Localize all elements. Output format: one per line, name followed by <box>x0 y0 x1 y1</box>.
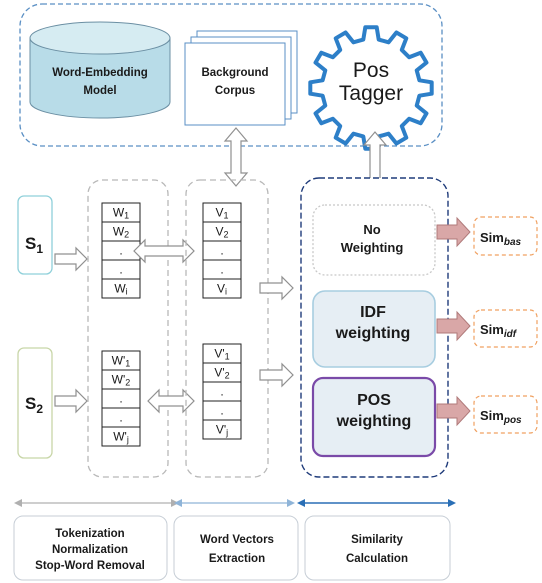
token-s2-label: . <box>119 411 122 425</box>
vector-s2-cell <box>202 419 242 440</box>
background-corpus-documents: Background Corpus <box>184 30 298 126</box>
word-embedding-model-cylinder: Word-Embedding Model <box>29 21 171 119</box>
vectors-to-weighting-s2-arrow <box>259 362 294 388</box>
stage1-label-line2: Normalization <box>52 544 128 556</box>
token-s1-label: Wi <box>114 282 127 297</box>
token-s1-label: W2 <box>113 225 129 240</box>
no-weighting-box <box>312 204 436 276</box>
stage2-label-line1: Word Vectors <box>200 534 274 546</box>
token-s2-label: W'1 <box>112 354 131 369</box>
token-s2-label: W'j <box>113 430 129 445</box>
vector-s2-label: . <box>220 404 223 418</box>
no-weighting-to-sim-arrow <box>436 216 471 248</box>
vector-s2-label: V'1 <box>214 347 229 362</box>
vector-s2-label: V'2 <box>214 366 229 381</box>
sim-idf-label: Simidf <box>480 322 518 340</box>
background-corpus-label-line2: Corpus <box>215 85 255 97</box>
no-weighting-label-line2: Weighting <box>341 240 404 255</box>
sim-bas-box <box>473 216 538 256</box>
word-embedding-label-line2: Model <box>83 85 116 97</box>
sentence-s2-label: S2 <box>25 394 43 416</box>
corpus-to-vectors-arrow <box>223 127 249 187</box>
sentence-s1-box <box>17 195 53 275</box>
vector-s2-label: V'j <box>216 423 228 438</box>
sim-bas-label: Simbas <box>480 230 522 248</box>
sim-idf-box <box>473 309 538 348</box>
tokenization-dashed-panel <box>87 179 169 478</box>
vector-s2-label: . <box>220 385 223 399</box>
stage2-box <box>173 515 299 581</box>
stage1-divider-arrow <box>14 499 179 507</box>
stage2-divider-arrow <box>174 499 295 507</box>
sim-pos-label: Simpos <box>480 408 522 426</box>
stage3-label-line2: Calculation <box>346 553 408 565</box>
token-s2-label: . <box>119 392 122 406</box>
sentence-s1-label: S1 <box>25 234 43 256</box>
pos-tagger-label-line1: Pos <box>353 59 389 82</box>
no-weighting-label-line1: No <box>363 222 380 237</box>
stage1-label-line1: Tokenization <box>55 528 124 540</box>
vectors-dashed-panel <box>185 179 269 478</box>
tokens-vectors-s1-arrow <box>133 238 195 264</box>
vector-s1-label: V1 <box>215 206 228 221</box>
token-s1-label: . <box>119 244 122 258</box>
idf-weighting-box <box>312 290 436 368</box>
pos-to-sim-arrow <box>436 395 471 427</box>
s2-to-tokens-arrow <box>54 388 88 414</box>
token-s1-label: W1 <box>113 206 129 221</box>
stage1-label-line3: Stop-Word Removal <box>35 560 145 572</box>
stage3-label-line1: Similarity <box>351 534 403 546</box>
s1-to-tokens-arrow <box>54 246 88 272</box>
stage3-divider-arrow <box>297 499 456 507</box>
vector-s1-label: . <box>220 244 223 258</box>
token-s2-cell <box>101 426 141 447</box>
vectors-to-weighting-s1-arrow <box>259 275 294 301</box>
vector-s1-label: Vi <box>217 282 227 297</box>
pos-tagger-label-line2: Tagger <box>339 82 403 105</box>
vector-s1-cell <box>202 278 242 299</box>
vector-s1-label: V2 <box>215 225 228 240</box>
vector-s1-label: . <box>220 263 223 277</box>
token-s2-label: W'2 <box>112 373 131 388</box>
pos-weighting-box <box>311 376 437 458</box>
token-s1-label: . <box>119 263 122 277</box>
idf-weighting-label-line2: weighting <box>335 325 411 342</box>
idf-to-sim-arrow <box>436 310 471 342</box>
sentence-s2-box <box>17 347 53 459</box>
pos-weighting-label-line1: POS <box>357 392 391 409</box>
background-corpus-label-line1: Background <box>201 67 268 79</box>
tokens-vectors-s2-arrow <box>147 388 195 414</box>
pos-weighting-label-line2: weighting <box>336 413 412 430</box>
token-s1-cell <box>101 278 141 299</box>
word-embedding-label-line1: Word-Embedding <box>52 67 148 79</box>
vector-table-s2: V'1V'2.. V'j <box>202 343 242 440</box>
stage1-box <box>13 515 168 581</box>
stage3-box <box>304 515 451 581</box>
stage2-label-line2: Extraction <box>209 553 265 565</box>
token-table-s2: W'1W'2.. W'j <box>101 350 141 447</box>
sim-pos-box <box>473 395 538 434</box>
idf-weighting-label-line1: IDF <box>360 304 386 321</box>
